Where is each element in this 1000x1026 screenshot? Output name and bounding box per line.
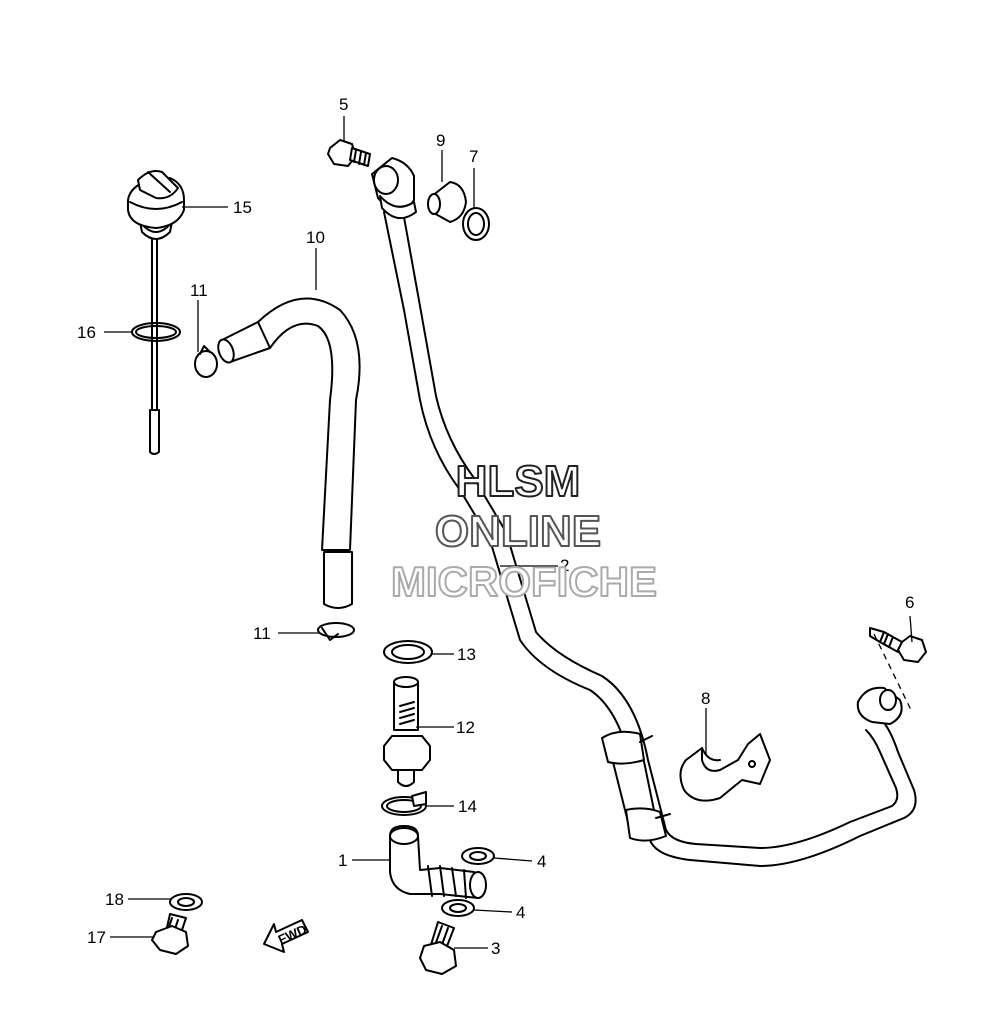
oil-jet-12 bbox=[383, 676, 431, 787]
watermark-line-2: ONLINE bbox=[435, 507, 601, 556]
washer-18 bbox=[169, 893, 203, 911]
callout-15: 15 bbox=[233, 198, 252, 217]
callout-9: 9 bbox=[436, 131, 445, 150]
clip-11-bottom bbox=[317, 622, 355, 641]
drain-plug-17 bbox=[151, 913, 189, 955]
watermark-line-3: MICROFICHE bbox=[391, 558, 657, 605]
callout-5: 5 bbox=[339, 95, 348, 114]
callout-10: 10 bbox=[306, 228, 325, 247]
callout-4-top: 4 bbox=[537, 852, 546, 871]
callout-11-top: 11 bbox=[190, 281, 208, 300]
watermark-line-1: HLSM bbox=[456, 457, 581, 506]
leader-lines bbox=[104, 116, 913, 949]
callout-16: 16 bbox=[77, 323, 96, 342]
washer-4-top bbox=[461, 847, 495, 865]
callout-13: 13 bbox=[457, 645, 476, 664]
hose-clamp-14 bbox=[381, 791, 427, 816]
oil-pipe-2 bbox=[371, 157, 917, 867]
clamp-bracket-8 bbox=[679, 733, 771, 802]
fwd-label: FWD bbox=[276, 922, 309, 948]
watermark: HLSM ONLINE MICROFICHE bbox=[390, 456, 658, 606]
callout-14: 14 bbox=[458, 797, 477, 816]
spacer-9 bbox=[427, 181, 467, 223]
oil-hose-1 bbox=[389, 825, 487, 899]
gasket-7 bbox=[462, 207, 490, 241]
callout-12: 12 bbox=[456, 718, 475, 737]
washer-4-bottom bbox=[441, 899, 475, 917]
banjo-bolt-3 bbox=[419, 921, 457, 975]
bolt-6 bbox=[869, 627, 927, 663]
callout-18: 18 bbox=[105, 890, 124, 909]
callout-17: 17 bbox=[87, 928, 106, 947]
callout-7: 7 bbox=[469, 147, 478, 166]
oil-filler-cap-dipstick bbox=[127, 170, 185, 455]
callout-8: 8 bbox=[701, 689, 710, 708]
washer-13 bbox=[383, 640, 433, 664]
clip-11-top bbox=[194, 345, 218, 378]
forward-arrow-icon: FWD bbox=[263, 919, 309, 953]
callout-3: 3 bbox=[491, 939, 500, 958]
callout-6: 6 bbox=[905, 593, 914, 612]
callout-2: 2 bbox=[560, 556, 569, 575]
callout-4-bottom: 4 bbox=[516, 903, 525, 922]
callout-labels: 1 2 3 4 4 5 6 7 8 9 10 11 11 12 13 14 15… bbox=[77, 95, 914, 958]
callout-11-bottom: 11 bbox=[253, 624, 271, 643]
breather-hose-10 bbox=[217, 297, 361, 609]
bolt-5 bbox=[327, 139, 371, 167]
callout-1: 1 bbox=[338, 851, 347, 870]
